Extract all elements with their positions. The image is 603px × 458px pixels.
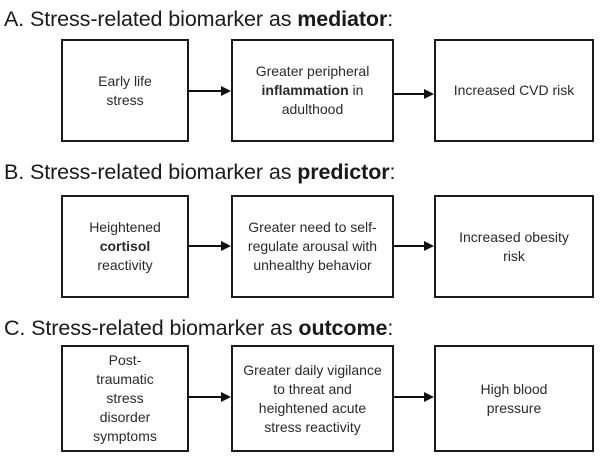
section-a-box-1-text: Early life stress: [98, 72, 152, 108]
section-c-box-1-text: Post-traumatic stress disorder symptoms: [93, 352, 157, 444]
section-a-heading: A. Stress-related biomarker as mediator:: [4, 6, 393, 32]
section-a-box-3-text: Increased CVD risk: [453, 82, 575, 98]
section-a-box-2-text: Greater peripheral: [255, 63, 370, 79]
section-b-heading-bold: predictor: [297, 160, 390, 184]
section-c-box-3-text: High blood pressure: [480, 380, 548, 416]
section-c-box-3: High blood pressure: [434, 345, 594, 452]
section-b-heading-suffix: :: [389, 160, 396, 184]
section-b-box-1-bold: cortisol: [99, 238, 151, 254]
arrow-b-1: [189, 241, 231, 251]
section-c-box-2-text: Greater daily vigilance to threat and he…: [243, 361, 382, 435]
arrow-c-1: [189, 392, 231, 402]
section-c-heading-prefix: C. Stress-related biomarker as: [4, 316, 299, 340]
section-b-box-3-text: Increased obesity risk: [459, 228, 569, 264]
arrow-a-1: [189, 86, 231, 96]
section-a-box-2: Greater peripheral inflammation in adult…: [231, 39, 394, 142]
section-a-heading-suffix: :: [387, 7, 394, 31]
section-b-box-1: Heightened cortisol reactivity: [61, 195, 189, 298]
section-c-box-1: Post-traumatic stress disorder symptoms: [61, 345, 189, 452]
arrow-c-2: [394, 392, 434, 402]
section-b-box-2-text: Greater need to self-regulate arousal wi…: [247, 219, 378, 273]
section-b-box-1-text-end: reactivity: [97, 257, 153, 273]
section-a-box-2-text-end: in adulthood: [281, 82, 364, 117]
section-a-heading-bold: mediator: [297, 7, 388, 31]
section-a-box-3: Increased CVD risk: [434, 39, 594, 142]
section-b-heading: B. Stress-related biomarker as predictor…: [4, 159, 395, 185]
section-b-box-1-text: Heightened: [89, 219, 161, 235]
section-c-heading: C. Stress-related biomarker as outcome:: [4, 315, 393, 341]
section-b-box-3: Increased obesity risk: [434, 195, 594, 298]
section-b-heading-prefix: B. Stress-related biomarker as: [4, 160, 298, 184]
section-a-box-1: Early life stress: [61, 39, 189, 142]
section-c-heading-suffix: :: [387, 316, 394, 340]
section-c-box-2: Greater daily vigilance to threat and he…: [231, 345, 394, 452]
section-c-heading-bold: outcome: [298, 316, 388, 340]
arrow-a-2: [394, 89, 434, 99]
section-a-heading-prefix: A. Stress-related biomarker as: [4, 7, 298, 31]
section-b-box-2: Greater need to self-regulate arousal wi…: [231, 195, 394, 298]
section-a-box-2-bold: inflammation: [261, 82, 349, 98]
arrow-b-2: [394, 241, 434, 251]
